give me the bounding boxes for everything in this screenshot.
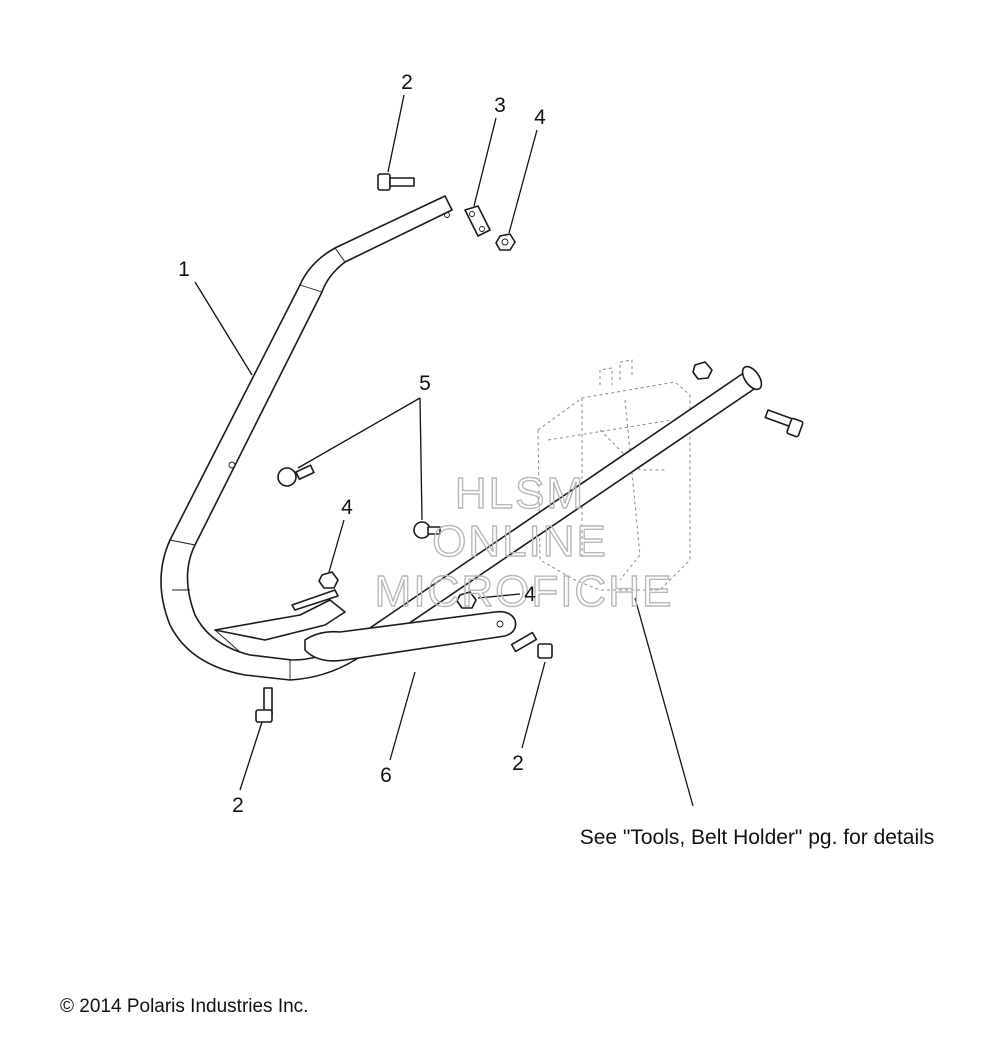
watermark-line-2: ONLINE xyxy=(432,517,608,566)
copyright: © 2014 Polaris Industries Inc. xyxy=(60,996,308,1017)
nut-right xyxy=(692,361,713,380)
watermark-line-1: HLSM xyxy=(455,469,585,518)
callout-1: 1 xyxy=(178,258,190,281)
callouts: 1 2 3 4 5 4 4 2 6 2 xyxy=(178,71,546,817)
callout-5: 5 xyxy=(419,372,431,395)
callout-3: 3 xyxy=(494,94,506,117)
bolt-right xyxy=(764,409,804,438)
callout-4-mid: 4 xyxy=(524,583,536,606)
bolt-lower-right xyxy=(510,631,553,659)
belt-holder-ghost xyxy=(537,359,691,591)
nut-mid xyxy=(456,591,477,609)
nut-upper xyxy=(495,233,516,251)
callout-6: 6 xyxy=(380,764,392,787)
callout-2-right: 2 xyxy=(512,752,524,775)
watermark-line-3: MICROFICHE xyxy=(375,567,674,616)
push-rivet-right xyxy=(413,521,441,539)
bolt-lower-left xyxy=(255,687,273,723)
bolt-upper xyxy=(377,173,415,191)
belt-holder-note: See "Tools, Belt Holder" pg. for details xyxy=(580,826,935,849)
lower-bracket xyxy=(214,589,346,641)
callout-4-left: 4 xyxy=(341,496,353,519)
nut-mid-left xyxy=(318,571,339,589)
leader-lines xyxy=(194,94,694,807)
callout-2-top: 2 xyxy=(401,71,413,94)
upper-plate xyxy=(464,205,491,237)
callout-4-top: 4 xyxy=(534,106,546,129)
push-rivet-left xyxy=(277,464,315,487)
watermark: HLSM ONLINE MICROFICHE xyxy=(374,468,674,616)
brace-bar xyxy=(304,610,517,662)
callout-2-left: 2 xyxy=(232,794,244,817)
